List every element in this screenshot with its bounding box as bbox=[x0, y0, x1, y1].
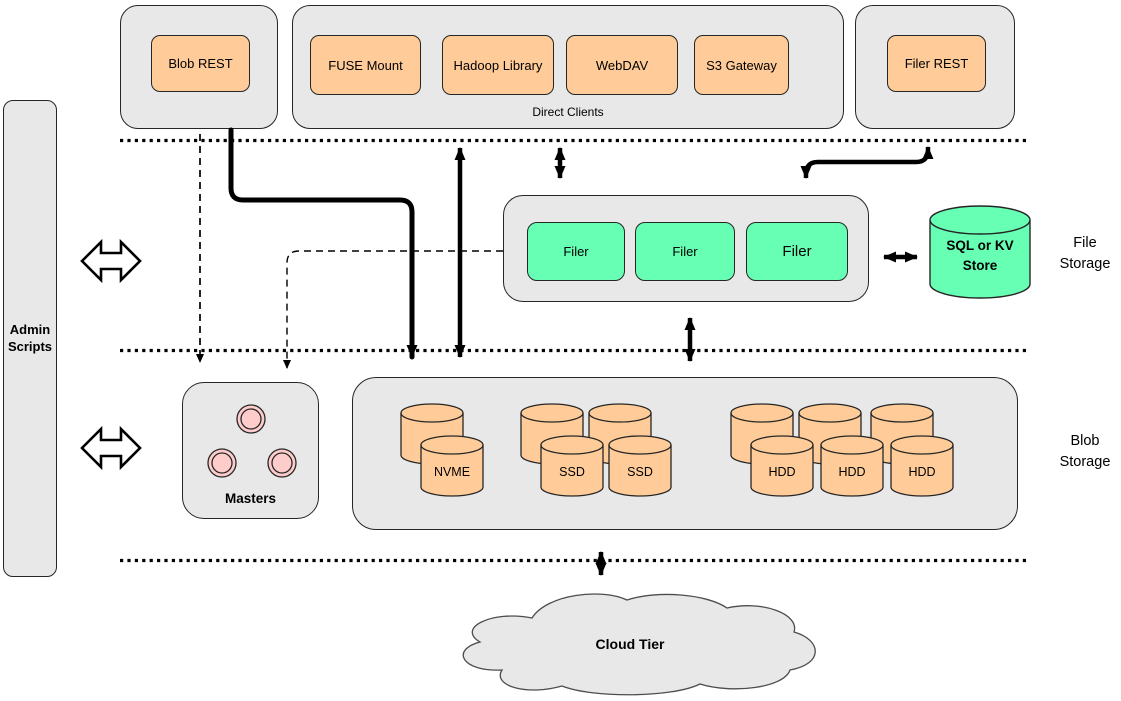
ssd-cylinder: SSD bbox=[540, 435, 604, 497]
webdav-label: WebDAV bbox=[595, 57, 649, 73]
arrow-blobrest-to-blobstorage bbox=[228, 127, 418, 360]
masters-label: Masters bbox=[224, 491, 277, 506]
admin-scripts-label: Admin Scripts bbox=[7, 322, 53, 354]
filer-rest-label: Filer REST bbox=[904, 56, 969, 71]
nvme-cylinder: NVME bbox=[420, 435, 484, 497]
hdd-label: HDD bbox=[908, 465, 935, 479]
file-storage-section-label: File Storage bbox=[1059, 234, 1111, 272]
s3-gateway-node: S3 Gateway bbox=[694, 35, 789, 95]
s3-gateway-label: S3 Gateway bbox=[706, 57, 777, 73]
arrow-filerrest-filer bbox=[800, 146, 934, 179]
filer-label: Filer bbox=[782, 243, 812, 260]
hdd-cylinder: HDD bbox=[750, 435, 814, 497]
ssd-label: SSD bbox=[627, 465, 653, 479]
ssd-cylinder: SSD bbox=[608, 435, 672, 497]
ssd-label: SSD bbox=[559, 465, 585, 479]
filer-label: Filer bbox=[563, 244, 589, 259]
webdav-node: WebDAV bbox=[566, 35, 678, 95]
filer-cluster-container: Filer Filer Filer bbox=[503, 195, 869, 302]
blob-storage-container: NVME SSD SSD bbox=[352, 377, 1018, 530]
master-nodes-graphic bbox=[207, 404, 297, 478]
arrow-filer-to-masters-dashed bbox=[283, 250, 503, 369]
blob-rest-node: Blob REST bbox=[151, 35, 250, 92]
filer-rest-node: Filer REST bbox=[887, 35, 986, 92]
hadoop-library-label: Hadoop Library bbox=[453, 57, 543, 73]
admin-scripts-panel: Admin Scripts bbox=[3, 100, 57, 577]
master-node-icon bbox=[236, 404, 266, 434]
blob-rest-label: Blob REST bbox=[168, 56, 233, 71]
admin-blobstorage-arrow-icon bbox=[80, 425, 142, 471]
direct-clients-container: FUSE Mount Hadoop Library WebDAV S3 Gate… bbox=[292, 5, 844, 129]
fuse-mount-node: FUSE Mount bbox=[310, 35, 421, 95]
hdd-cylinder: HDD bbox=[890, 435, 954, 497]
filer-node: Filer bbox=[635, 222, 735, 281]
hdd-label: HDD bbox=[838, 465, 865, 479]
hdd-label: HDD bbox=[768, 465, 795, 479]
cloud-tier-label: Cloud Tier bbox=[595, 636, 665, 652]
filer-node: Filer bbox=[746, 222, 848, 281]
fuse-mount-label: FUSE Mount bbox=[328, 57, 403, 73]
master-node-icon bbox=[207, 448, 237, 478]
sql-kv-store-label: SQL or KV Store bbox=[946, 238, 1014, 273]
nvme-label: NVME bbox=[434, 465, 470, 479]
direct-clients-caption: Direct Clients bbox=[532, 105, 604, 119]
blob-storage-section-label: Blob Storage bbox=[1059, 432, 1111, 470]
blob-rest-container: Blob REST bbox=[120, 5, 278, 129]
hdd-cylinder: HDD bbox=[820, 435, 884, 497]
filer-label: Filer bbox=[672, 244, 698, 259]
filer-node: Filer bbox=[527, 222, 625, 281]
masters-container: Masters bbox=[182, 382, 319, 519]
hadoop-library-node: Hadoop Library bbox=[442, 35, 554, 95]
filer-rest-container: Filer REST bbox=[855, 5, 1015, 129]
admin-filestorage-arrow-icon bbox=[80, 238, 142, 284]
volume-cylinders-graphic: NVME SSD SSD bbox=[400, 403, 954, 497]
master-node-icon bbox=[267, 448, 297, 478]
